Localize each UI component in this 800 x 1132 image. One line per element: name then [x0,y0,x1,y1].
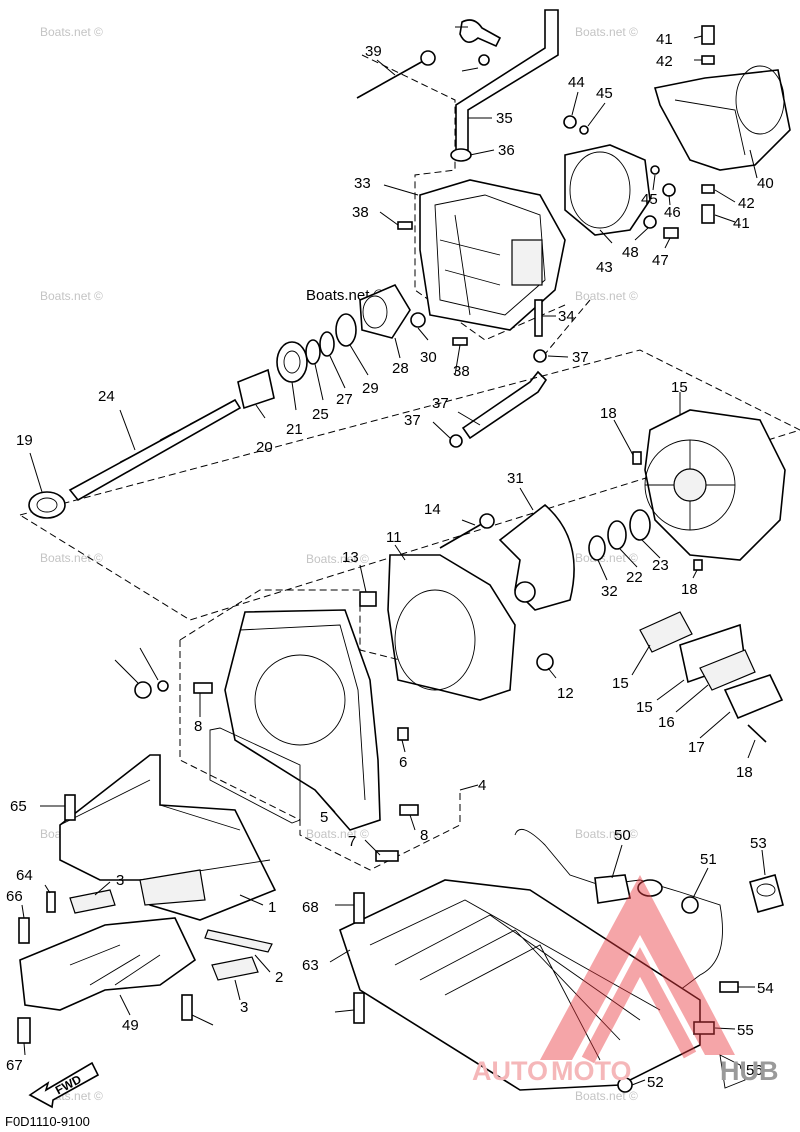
callout-8: 8 [194,718,202,735]
jet-duct-assembly [335,9,791,448]
callout-37: 37 [572,349,589,366]
callout-60: 66 [6,888,23,905]
callout-26: 27 [336,391,353,408]
callout-10: 12 [557,685,574,702]
callout-15: 16 [658,714,675,731]
callout-52: 52 [647,1074,664,1091]
callout-42: 42 [738,195,755,212]
callout-51: 51 [700,851,717,868]
watermark: Boats.net © [306,552,369,566]
callout-38: 38 [453,363,470,380]
callout-15: 15 [612,675,629,692]
callout-3: 3 [240,999,248,1016]
logo-text-hub: HUB [720,1056,779,1086]
callout-20: 20 [256,439,273,456]
callout-61: 67 [6,1057,23,1074]
callout-44: 44 [568,74,585,91]
callout-58: 64 [16,867,33,884]
drawing-code: F0D1110-9100 [5,1114,90,1129]
callout-23: 23 [652,557,669,574]
callout-53: 53 [750,835,767,852]
callout-18: 18 [600,405,617,422]
callout-48: 48 [622,244,639,261]
logo-text-moto: MOTO [551,1056,632,1086]
watermark: Boats.net © [40,289,103,303]
callout-49: 49 [122,1017,139,1034]
callout-39: 39 [365,43,382,60]
callout-62: 68 [302,899,319,916]
callout-2: 2 [275,969,283,986]
callout-18: 18 [681,581,698,598]
watermark: Boats.net © [575,25,638,39]
callout-35: 36 [498,142,515,159]
callout-29: 30 [420,349,437,366]
callout-7: 7 [348,833,356,850]
callout-4: 4 [478,777,486,794]
watermark: Boats.net © [575,827,638,841]
logo-text-auto: AUTO [472,1056,548,1086]
callout-22: 22 [626,569,643,586]
leader-lines [21,26,766,1086]
callout-50: 50 [614,827,631,844]
callout-43: 43 [596,259,613,276]
callout-19: 19 [16,432,33,449]
callout-36: 37 [432,395,449,412]
callout-28: 29 [362,380,379,397]
intake-grate-assembly [339,828,784,1093]
automotohub-logo: AUTO MOTO HUB [472,875,779,1086]
callout-27: 28 [392,360,409,377]
callout-38: 38 [352,204,369,221]
callout-41: 41 [733,215,750,232]
callout-56: 56 [746,1062,763,1079]
callout-41: 41 [656,31,673,48]
callout-47: 47 [652,252,669,269]
callout-54: 54 [757,980,774,997]
callout-33: 34 [558,308,575,325]
callout-21: 21 [286,421,303,438]
watermark: Boats.net © [575,289,638,303]
callout-55: 55 [737,1022,754,1039]
callout-34: 35 [496,110,513,127]
watermark: Boats.net © [40,551,103,565]
callout-labels: 39 41 42 44 45 35 36 33 38 40 42 41 45 4… [6,31,774,1091]
callout-1: 1 [268,899,276,916]
callout-12: 14 [424,501,441,518]
callout-14: 15 [636,699,653,716]
callout-3: 3 [116,872,124,889]
callout-45: 45 [641,191,658,208]
callout-42: 42 [656,53,673,70]
callout-31: 32 [601,583,618,600]
callout-32: 33 [354,175,371,192]
callout-17: 18 [736,764,753,781]
callout-5: 5 [320,809,328,826]
callout-6: 6 [399,754,407,771]
callout-24: 24 [98,388,115,405]
intake-housing-assembly [134,589,461,871]
callout-30: 31 [507,470,524,487]
callout-9: 11 [386,529,402,546]
callout-59: 65 [10,798,27,815]
callout-11: 13 [342,549,359,566]
callout-25: 25 [312,406,329,423]
watermark: Boats.net © [306,827,369,841]
callout-16: 17 [688,739,705,756]
watermark: Boats.net © [575,1089,638,1103]
ride-plate-assembly: FWD [17,754,277,1109]
callout-57: 63 [302,957,319,974]
callout-46: 46 [664,204,681,221]
callout-40: 40 [757,175,774,192]
drive-shaft-assembly [19,331,800,621]
callout-45: 45 [596,85,613,102]
callout-37: 37 [404,412,421,429]
watermark: Boats.net © [40,25,103,39]
callout-8: 8 [420,827,428,844]
callout-13: 15 [671,379,688,396]
impeller-housing-assembly [359,409,786,743]
